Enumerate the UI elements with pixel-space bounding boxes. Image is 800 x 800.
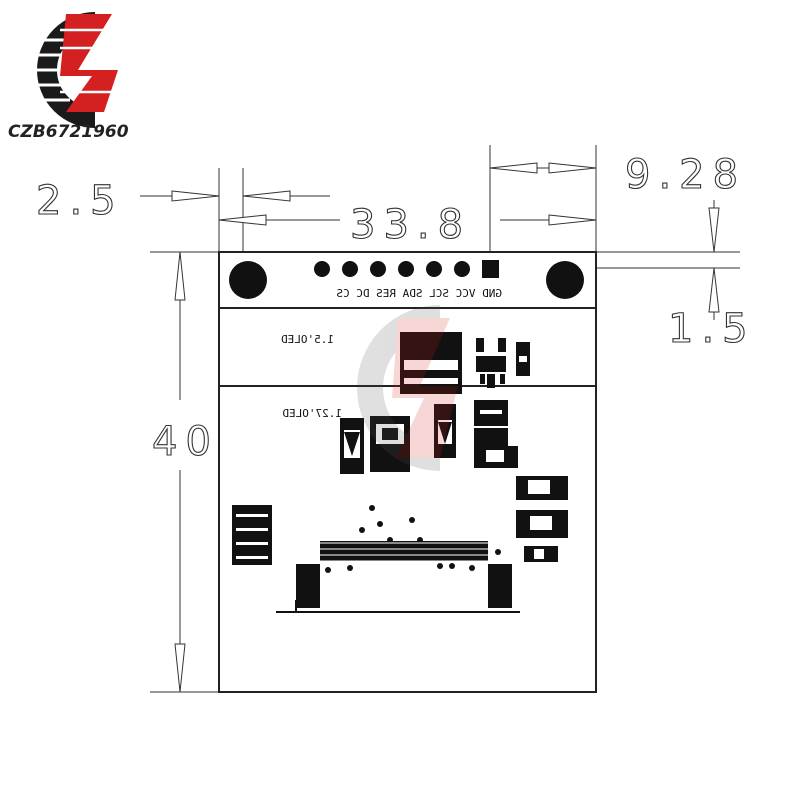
pcb-board: GND VCC SCL SDA RES DC CS 1.5'OLED 1.27'… — [218, 251, 597, 693]
watermark-logo-icon — [357, 305, 458, 471]
voltage-regulator — [400, 332, 462, 394]
cz-logo-icon — [12, 12, 120, 128]
dim-top-gap: 1.5 — [668, 306, 756, 352]
mounting-hole-left — [229, 261, 267, 299]
dim-height: 40 — [152, 419, 219, 465]
brand-name: CZB6721960 — [8, 122, 129, 142]
resistor-stack — [474, 400, 518, 468]
header-pins — [314, 260, 499, 278]
dim-width: 33.8 — [350, 202, 471, 248]
fpc-connector — [276, 541, 520, 613]
dim-hole-offset: 2.5 — [36, 178, 124, 224]
mounting-hole-right — [546, 261, 584, 299]
inductor — [370, 416, 410, 472]
label-1-5-oled: 1.5'OLED — [281, 333, 334, 346]
label-1-27-oled: 1.27'OLED — [282, 407, 342, 420]
dim-header-offset: 9.28 — [625, 152, 746, 198]
smd-parts-right — [516, 476, 568, 562]
vias — [325, 505, 501, 573]
transistor — [476, 338, 506, 388]
pin-labels: GND VCC SCL SDA RES DC CS — [336, 287, 502, 300]
diode-2 — [434, 404, 456, 458]
diode-1 — [340, 418, 364, 474]
resistor-array — [232, 505, 272, 565]
dimension-lines — [140, 145, 740, 693]
